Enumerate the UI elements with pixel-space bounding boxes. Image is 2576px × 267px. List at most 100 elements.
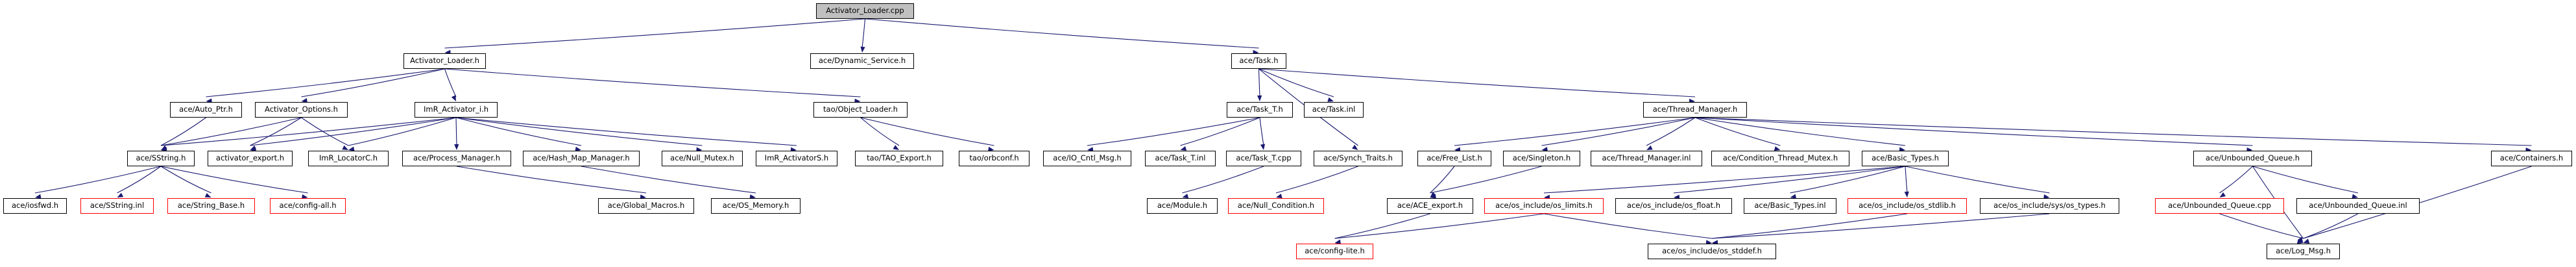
graph-edge <box>1258 68 1696 97</box>
graph-edge <box>861 18 866 49</box>
graph-edge <box>455 117 797 146</box>
graph-edge <box>1694 117 1781 146</box>
graph-edge <box>1087 117 1260 146</box>
graph-node[interactable]: ace/Null_Condition.h <box>1228 198 1324 214</box>
graph-node[interactable]: activator_export.h <box>208 151 293 166</box>
graph-edge <box>1711 213 1908 239</box>
graph-node[interactable]: Activator_Options.h <box>255 102 348 118</box>
graph-edge <box>1258 68 1260 97</box>
graph-node[interactable]: ace/config-lite.h <box>1296 244 1373 259</box>
graph-node[interactable]: ace/iosfwd.h <box>3 198 67 214</box>
graph-edge <box>1259 117 1264 146</box>
graph-arrowhead <box>117 192 124 197</box>
graph-node[interactable]: ace/Task.inl <box>1304 102 1364 118</box>
graph-edge <box>2303 213 2359 239</box>
graph-node[interactable]: ace/Condition_Thread_Mutex.h <box>1711 151 1849 166</box>
graph-node[interactable]: ace/Basic_Types.inl <box>1744 198 1836 214</box>
graph-node[interactable]: ace/Task_T.inl <box>1145 151 1216 166</box>
graph-edge <box>348 117 457 146</box>
graph-edge <box>2219 166 2253 194</box>
graph-edge <box>1694 117 2532 146</box>
graph-edge <box>2252 166 2359 194</box>
graph-edge <box>1790 166 1906 194</box>
graph-node[interactable]: ace/Global_Macros.h <box>598 198 694 214</box>
graph-node[interactable]: ace/os_include/sys/os_types.h <box>1980 198 2119 214</box>
graph-node[interactable]: ace/IO_Cntl_Msg.h <box>1043 151 1131 166</box>
graph-node[interactable]: ace/Task_T.cpp <box>1226 151 1301 166</box>
graph-node[interactable]: ace/Unbounded_Queue.h <box>2193 151 2312 166</box>
graph-edge <box>1694 117 1906 146</box>
graph-edge <box>1905 166 2050 194</box>
graph-arrowhead <box>250 145 257 150</box>
graph-node[interactable]: ace/Hash_Map_Manager.h <box>523 151 640 166</box>
graph-edge <box>444 68 457 97</box>
graph-edge <box>1430 166 1455 194</box>
graph-node[interactable]: ace/Thread_Manager.h <box>1643 102 1747 118</box>
graph-edge <box>1334 213 1545 239</box>
graph-edge <box>455 117 582 146</box>
graph-arrowhead <box>342 145 348 150</box>
graph-node[interactable]: tao/TAO_Export.h <box>855 151 943 166</box>
graph-node[interactable]: ace/os_include/os_float.h <box>1615 198 1732 214</box>
graph-node[interactable]: tao/orbconf.h <box>959 151 1029 166</box>
graph-node[interactable]: Activator_Loader.cpp <box>816 3 914 19</box>
graph-edge <box>456 166 647 194</box>
graph-arrowhead <box>454 144 459 150</box>
graph-edge <box>250 117 457 146</box>
graph-edge <box>34 166 162 194</box>
graph-node[interactable]: ace/String_Base.h <box>167 198 255 214</box>
graph-node[interactable]: tao/Object_Loader.h <box>813 102 908 118</box>
graph-node[interactable]: ace/os_include/os_limits.h <box>1484 198 1604 214</box>
graph-node[interactable]: ace/Free_List.h <box>1417 151 1491 166</box>
graph-node[interactable]: ImR_Activator_i.h <box>415 102 498 118</box>
graph-node[interactable]: ace/os_include/os_stddef.h <box>1648 244 1776 259</box>
graph-edge <box>581 166 756 194</box>
graph-edge <box>301 117 349 146</box>
graph-arrowhead <box>860 46 865 53</box>
graph-edge <box>1694 117 2253 146</box>
graph-node[interactable]: ace/Unbounded_Queue.inl <box>2296 198 2420 214</box>
graph-arrowhead <box>204 193 211 197</box>
graph-edge <box>860 117 994 146</box>
graph-node[interactable]: ImR_LocatorC.h <box>308 151 389 166</box>
graph-node[interactable]: ace/Thread_Manager.inl <box>1591 151 1702 166</box>
graph-edge <box>455 117 703 146</box>
graph-node[interactable]: ace/SString.h <box>127 151 195 166</box>
graph-edge <box>160 117 206 146</box>
graph-node[interactable]: ace/Module.h <box>1147 198 1218 214</box>
graph-node[interactable]: ace/Log_Msg.h <box>2267 244 2340 259</box>
graph-edge <box>160 166 211 194</box>
graph-node[interactable]: ace/Synch_Traits.h <box>1314 151 1402 166</box>
graph-node[interactable]: ace/Singleton.h <box>1503 151 1580 166</box>
graph-node[interactable]: ace/Basic_Types.h <box>1862 151 1949 166</box>
graph-edge <box>301 68 445 97</box>
graph-edge <box>1454 117 1696 146</box>
graph-node[interactable]: ace/Auto_Ptr.h <box>170 102 242 118</box>
graph-arrowhead <box>1352 144 1358 150</box>
graph-node[interactable]: ace/Unbounded_Queue.cpp <box>2155 198 2284 214</box>
graph-node[interactable]: ace/ACE_export.h <box>1387 198 1473 214</box>
graph-edge <box>206 68 445 97</box>
graph-edge <box>865 18 1259 49</box>
graph-node[interactable]: ace/Dynamic_Service.h <box>810 53 914 69</box>
graph-node[interactable]: Activator_Loader.h <box>403 53 486 69</box>
graph-node[interactable]: ace/os_include/os_stdlib.h <box>1848 198 1967 214</box>
graph-node[interactable]: ace/Task.h <box>1231 53 1286 69</box>
graph-edge <box>1905 166 1908 194</box>
graph-arrowhead <box>1430 192 1436 197</box>
graph-node[interactable]: ace/config-all.h <box>270 198 346 214</box>
graph-arrowhead <box>1646 145 1653 150</box>
graph-edge <box>117 166 162 194</box>
graph-node[interactable]: ace/Null_Mutex.h <box>662 151 743 166</box>
graph-node[interactable]: ace/Containers.h <box>2491 151 2572 166</box>
graph-node[interactable]: ace/SString.inl <box>80 198 154 214</box>
graph-node[interactable]: ace/Process_Manager.h <box>402 151 511 166</box>
graph-node[interactable]: ImR_ActivatorS.h <box>756 151 837 166</box>
graph-node[interactable]: ace/OS_Memory.h <box>711 198 800 214</box>
graph-node[interactable]: ace/Task_T.h <box>1227 102 1293 118</box>
graph-edge <box>455 117 457 146</box>
graph-arrowhead <box>1327 97 1334 102</box>
graph-edge <box>1541 117 1696 146</box>
